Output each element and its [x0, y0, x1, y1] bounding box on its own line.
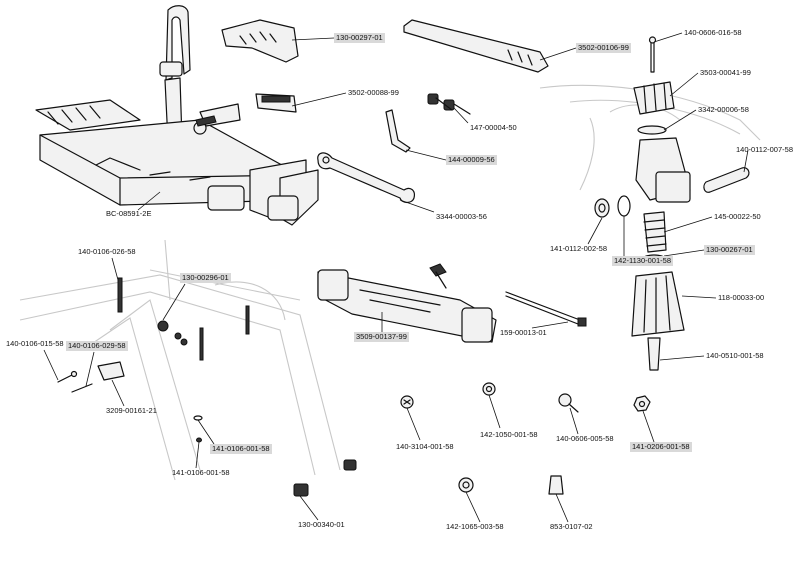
part-141-0112-002-58: [594, 198, 610, 218]
part-label-140-0606-016-58: 140-0606-016-58: [684, 28, 742, 37]
part-label-141-0206-001-58: 141-0206-001-58: [630, 442, 692, 452]
part-label-141-0106-001-58-upper: 141-0106-001-58: [210, 444, 272, 454]
part-145-00022-50: [643, 211, 667, 253]
part-bolt-pair: [199, 305, 250, 361]
part-label-141-0112-002-58: 141-0112-002-58: [550, 244, 607, 253]
part-3209-00161-21: [97, 361, 125, 381]
leader-lines: [43, 32, 749, 523]
part-label-130-00340-01: 130-00340-01: [298, 520, 345, 529]
part-3344-00003-56: [317, 152, 415, 204]
part-label-130-00267-01: 130-00267-01: [704, 245, 755, 255]
part-141-0106-001-58-nuts: [193, 415, 203, 443]
part-144-00009-56: [385, 109, 411, 153]
part-label-144-00009-56: 144-00009-56: [446, 155, 497, 165]
part-853-0107-02: [548, 475, 564, 495]
part-130-00296-01: [157, 320, 188, 346]
part-label-3509-00137-99: 3509-00137-99: [354, 332, 409, 342]
part-label-159-00013-01: 159-00013-01: [500, 328, 547, 337]
part-label-140-0106-015-58: 140-0106-015-58: [6, 339, 64, 348]
part-label-130-00296-01: 130-00296-01: [180, 273, 231, 283]
part-140-0106-029-58: [71, 383, 93, 393]
part-3342-00006-58: [637, 125, 667, 135]
part-label-147-00004-50: 147-00004-50: [470, 123, 517, 132]
part-140-0606-016-58: [648, 36, 657, 73]
part-label-3502-00088-99: 3502-00088-99: [348, 88, 399, 97]
part-141-0206-001-58: [633, 395, 651, 412]
part-label-140-0106-026-58: 140-0106-026-58: [78, 247, 136, 256]
part-label-140-0510-001-58: 140-0510-001-58: [706, 351, 764, 360]
part-label-145-00022-50: 145-00022-50: [714, 212, 761, 221]
part-140-0606-005-58: [558, 393, 579, 413]
part-142-1065-003-58: [458, 477, 474, 493]
part-130-00340-01: [293, 459, 357, 497]
part-hitch-head: [635, 137, 691, 203]
part-142-1050-001-58: [482, 382, 496, 396]
part-label-130-00297-01: 130-00297-01: [334, 33, 385, 43]
part-label-3209-00161-21: 3209-00161-21: [106, 406, 157, 415]
ghost-frame-context: [19, 239, 341, 481]
part-3509-00137-99: [317, 263, 497, 343]
part-label-3503-00041-99: 3503-00041-99: [700, 68, 751, 77]
part-140-0112-007-58: [703, 167, 750, 193]
part-3502-00106-99: [403, 19, 549, 73]
part-label-3502-00106-99: 3502-00106-99: [576, 43, 631, 53]
part-label-140-0606-005-58: 140-0606-005-58: [556, 434, 614, 443]
part-118-00033-00: [631, 271, 685, 337]
part-label-140-3104-001-58: 140-3104-001-58: [396, 442, 454, 451]
bike-carrier-assembly: [35, 5, 319, 226]
part-label-3344-00003-56: 3344-00003-56: [436, 212, 487, 221]
part-130-00297-01: [221, 19, 299, 63]
part-label-118-00033-00: 118-00033-00: [718, 293, 765, 302]
part-3502-00088-99: [255, 93, 297, 113]
part-label-853-0107-02: 853-0107-02: [550, 522, 593, 531]
part-label-141-0106-001-58-lower: 141-0106-001-58: [172, 468, 230, 477]
part-159-00013-01: [505, 291, 587, 327]
part-147-00004-50: [427, 93, 471, 115]
part-label-140-0106-029-58: 140-0106-029-58: [66, 341, 128, 351]
part-label-142-1130-001-58: 142-1130-001-58: [612, 256, 673, 266]
part-label-140-0112-007-58: 140-0112-007-58: [736, 145, 793, 154]
part-140-0106-026-58: [117, 277, 123, 313]
part-140-0510-001-58: [647, 337, 661, 371]
part-142-1130-001-58: [617, 195, 631, 217]
part-140-0106-015-58: [57, 370, 78, 383]
part-label-142-1065-003-58: 142-1065-003-58: [446, 522, 504, 531]
part-140-3104-001-58: [400, 395, 414, 409]
part-label-142-1050-001-58: 142-1050-001-58: [480, 430, 538, 439]
part-label-BC-08591-2E: BC-08591-2E: [106, 209, 152, 218]
part-3503-00041-99: [633, 81, 675, 115]
part-label-3342-00006-58: 3342-00006-58: [698, 105, 749, 114]
